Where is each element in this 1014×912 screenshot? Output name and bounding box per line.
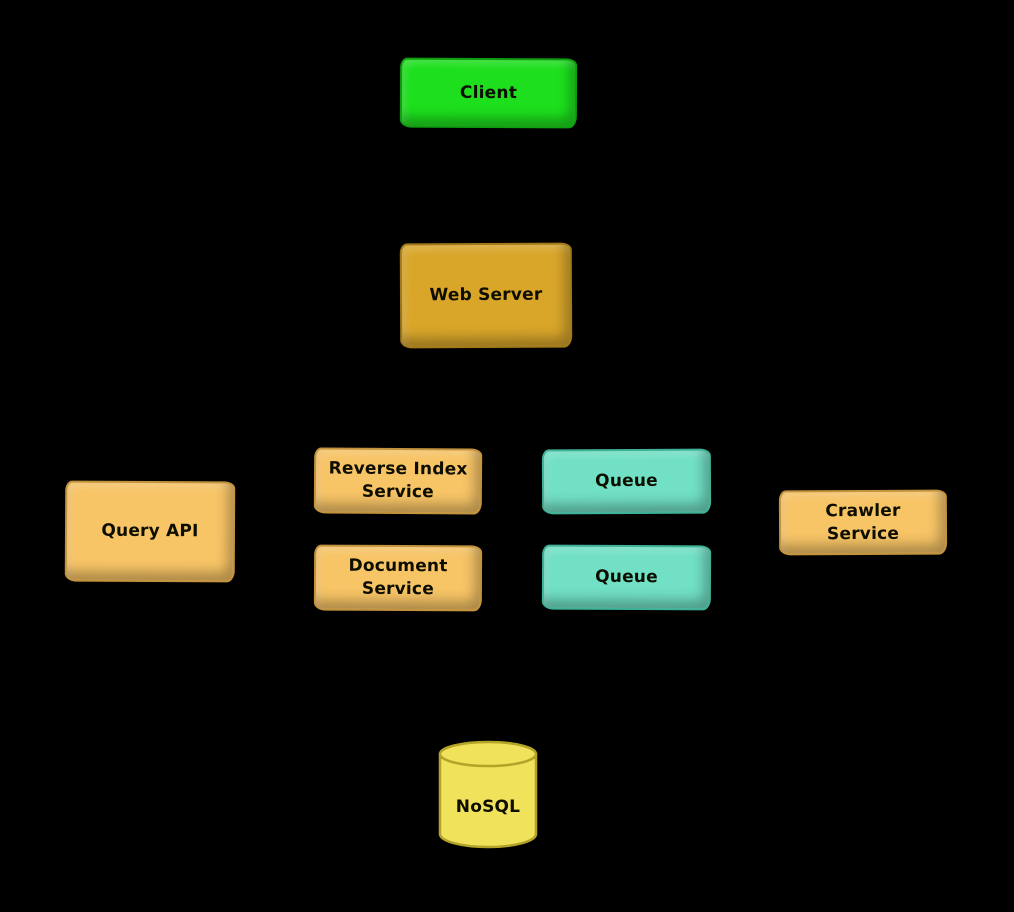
node-client: Client [399, 57, 578, 129]
node-document-service: Document Service [313, 544, 483, 612]
node-web-server: Web Server [399, 242, 573, 349]
node-nosql: NoSQL [437, 740, 539, 850]
node-reverse-index-service-label: Reverse Index Service [328, 458, 468, 503]
node-document-service-label: Document Service [348, 555, 448, 600]
node-queue-out: Queue [541, 544, 712, 611]
node-query-api: Query API [64, 480, 236, 583]
node-reverse-index-service: Reverse Index Service [313, 447, 483, 515]
node-nosql-label: NoSQL [455, 797, 521, 817]
node-queue-in-label: Queue [595, 470, 658, 492]
node-queue-out-label: Queue [595, 566, 658, 588]
node-query-api-label: Query API [101, 520, 199, 542]
node-client-label: Client [459, 82, 518, 103]
database-cylinder-icon [438, 740, 538, 849]
node-web-server-label: Web Server [429, 284, 543, 306]
node-crawler-service-label: Crawler Service [825, 500, 901, 544]
node-crawler-service: Crawler Service [778, 489, 948, 556]
node-queue-in: Queue [541, 448, 712, 515]
